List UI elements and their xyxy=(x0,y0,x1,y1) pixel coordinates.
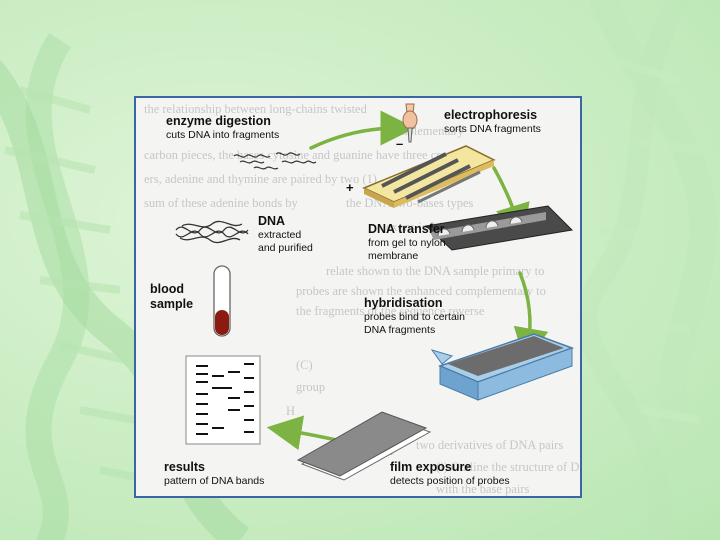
step-results-title: results xyxy=(164,460,205,474)
results-autoradiograph-icon xyxy=(185,355,261,445)
electrophoresis-gel-icon xyxy=(362,145,496,208)
diagram-artwork xyxy=(175,103,575,481)
step-film-exposure-title: film exposure xyxy=(390,460,472,474)
enzyme-fragments-icon xyxy=(233,152,317,170)
step-enzyme-digestion-desc: cuts DNA into fragments xyxy=(166,129,280,141)
step-dna-transfer-title: DNA transfer xyxy=(368,222,445,236)
step-enzyme-digestion-title: enzyme digestion xyxy=(166,114,271,128)
dna-transfer-membrane-icon xyxy=(424,205,574,251)
step-film-exposure: film exposure detects position of probes xyxy=(390,460,510,488)
step-blood-sample-title-line1: blood xyxy=(150,282,185,296)
step-film-exposure-desc: detects position of probes xyxy=(390,475,510,487)
step-blood-sample-title-line2: sample xyxy=(150,297,194,311)
step-electrophoresis-desc: sorts DNA fragments xyxy=(444,123,541,135)
positive-terminal-label: + xyxy=(346,180,354,195)
dna-strand-icon xyxy=(175,220,249,244)
step-hybridisation-desc-line2: DNA fragments xyxy=(364,323,436,336)
step-results: results pattern of DNA bands xyxy=(164,460,264,488)
arrow-digestion-to-electrophoresis xyxy=(309,110,416,150)
step-hybridisation: hybridisation probes bind to certain DNA… xyxy=(364,296,465,336)
film-sheet-icon xyxy=(296,411,432,481)
step-dna-transfer: DNA transfer from gel to nylon membrane xyxy=(368,222,446,262)
step-dna-transfer-desc-line1: from gel to nylon xyxy=(368,237,446,249)
hybridisation-tray-icon xyxy=(430,333,575,401)
step-enzyme-digestion: enzyme digestion cuts DNA into fragments xyxy=(166,114,279,142)
step-dna-desc-line1: extracted xyxy=(258,229,302,241)
step-electrophoresis-title: electrophoresis xyxy=(444,108,538,122)
step-dna-title: DNA xyxy=(258,214,286,228)
step-hybridisation-title: hybridisation xyxy=(364,296,443,310)
arrow-transfer-to-hybridisation xyxy=(513,271,549,364)
step-electrophoresis: electrophoresis sorts DNA fragments xyxy=(444,108,541,136)
step-dna-transfer-desc-line2: membrane xyxy=(368,249,419,262)
dna-fingerprinting-diagram: the relationship between long-chains twi… xyxy=(134,96,582,498)
pipette-icon xyxy=(402,103,418,143)
blood-tube-icon xyxy=(213,265,231,337)
step-results-desc: pattern of DNA bands xyxy=(164,475,265,487)
step-dna-desc-line2: and purified xyxy=(258,241,313,254)
step-blood-sample: blood sample xyxy=(150,282,193,312)
step-hybridisation-desc-line1: probes bind to certain xyxy=(364,311,465,323)
step-dna: DNA extracted and purified xyxy=(258,214,313,254)
negative-terminal-label: – xyxy=(396,136,404,151)
